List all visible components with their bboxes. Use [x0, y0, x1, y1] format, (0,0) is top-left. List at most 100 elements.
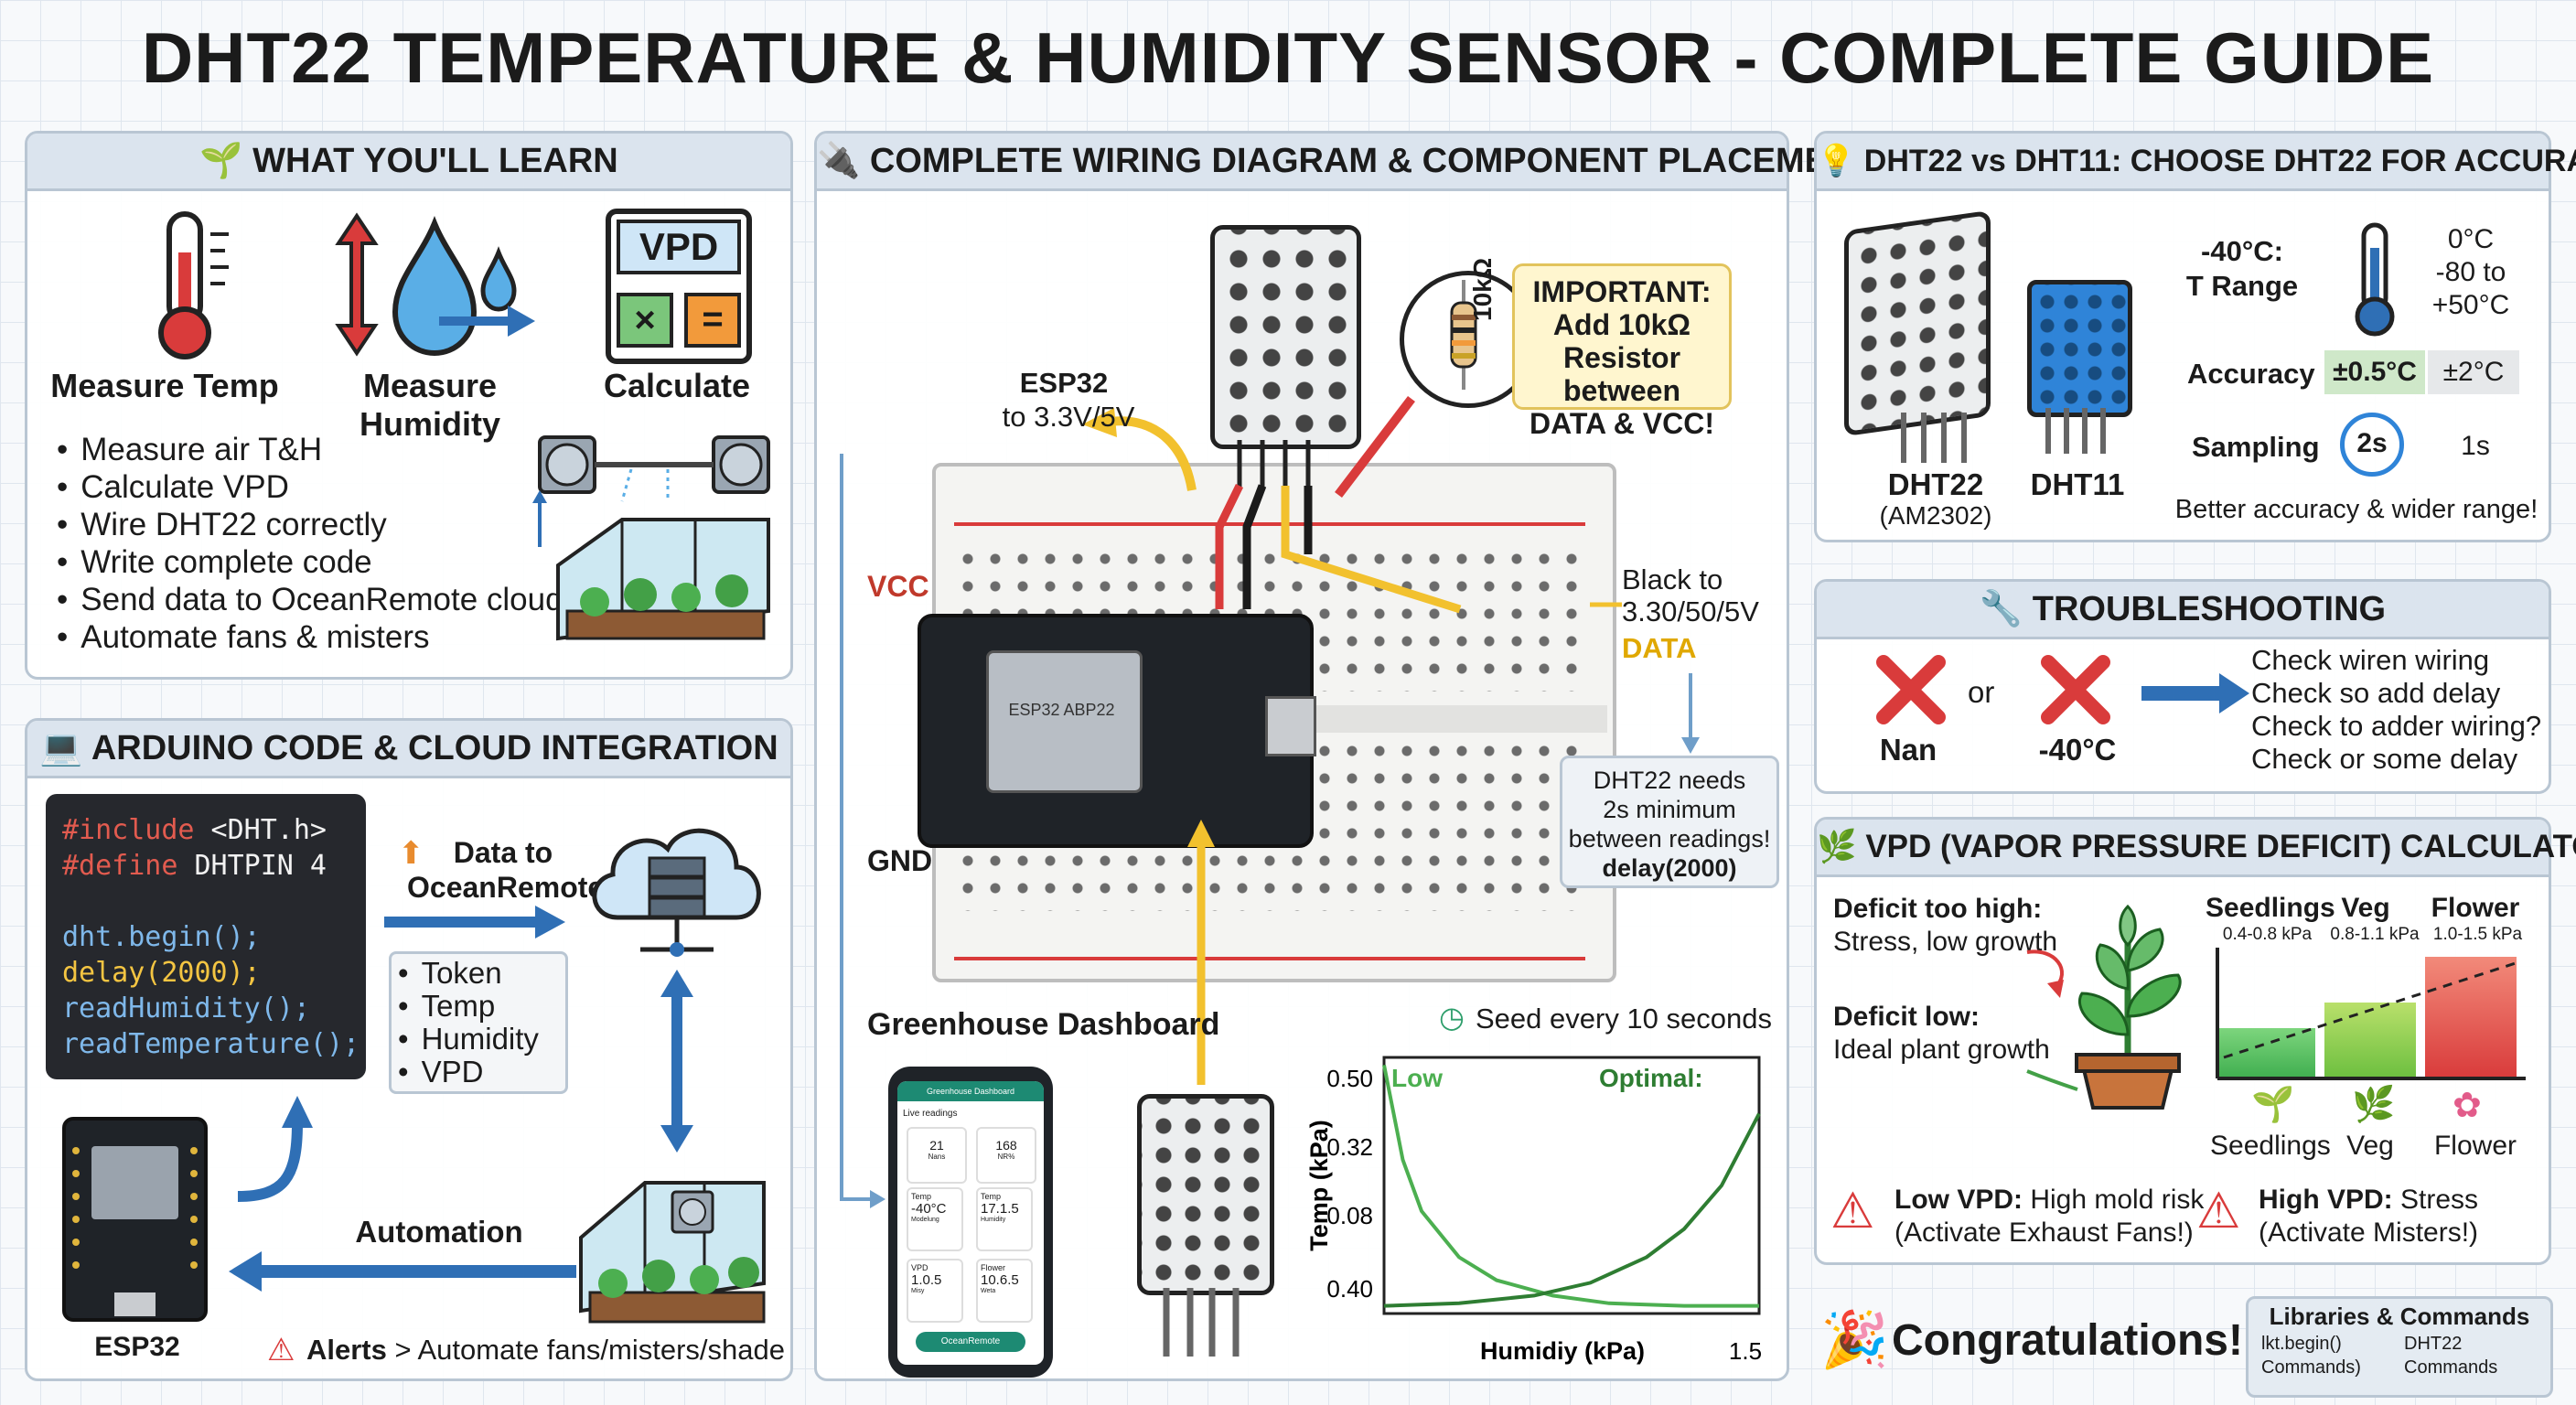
phone-title: Greenhouse Dashboard: [897, 1081, 1044, 1101]
warning-icon: ⚠: [2196, 1184, 2241, 1239]
timing-line: delay(2000): [1602, 854, 1737, 882]
sprout-icon: 🌱: [199, 142, 243, 180]
deficit-high-bold: Deficit too high:: [1833, 894, 2043, 924]
chart-x-tick-label: 1.5: [1729, 1337, 1762, 1365]
phone-live: Live readings: [903, 1109, 958, 1119]
timing-line: DHT22 needs: [1593, 767, 1746, 794]
sampling-label: Sampling: [2192, 431, 2320, 463]
code-include-arg: <DHT.h>: [194, 814, 327, 846]
learn-title: WHAT YOU'LL LEARN: [252, 142, 618, 180]
dht11-label: DHT11: [2030, 467, 2125, 501]
vpd-calculator-icon: VPD × =: [606, 209, 752, 364]
gnd-label: GND: [867, 844, 933, 877]
code-line: delay(2000);: [62, 957, 261, 989]
tile-temp: Temp -40°C Modelung: [907, 1187, 963, 1251]
or-label: or: [1968, 675, 1995, 709]
library-item: lkt.begin(): [2261, 1334, 2342, 1354]
trouble-header: 🔧 TROUBLESHOOTING: [1817, 582, 2549, 639]
deficit-high: Deficit too high: Stress, low growth: [1833, 893, 2057, 959]
check-item: Check to adder wiring?: [2251, 710, 2542, 742]
code-line: readHumidity();: [62, 992, 310, 1024]
laptop-icon: 💻: [39, 729, 83, 767]
wire-layer: [840, 395, 1700, 1208]
low-vpd-action: (Activate Exhaust Fans!): [1894, 1217, 2194, 1248]
stage-label: Seedlings: [2210, 1131, 2331, 1161]
trange-values: 0°C -80 to +50°C: [2416, 223, 2526, 322]
dht22-image: [1844, 209, 1991, 437]
important-line: Resistor between: [1562, 341, 1681, 407]
cloud-greenhouse-arrow: [660, 970, 693, 1153]
code-line: readTemperature();: [62, 1028, 360, 1060]
trange-value: +50°C: [2431, 290, 2510, 320]
send-arrow: [384, 906, 565, 938]
code-define-arg: DHTPIN 4: [177, 850, 327, 882]
tile-value: 1.0.5: [911, 1272, 942, 1288]
dht22-sensor: [1210, 225, 1361, 449]
phone-screen: Greenhouse Dashboard Live readings 21 Na…: [897, 1081, 1044, 1365]
tile-label: Temp: [911, 1192, 932, 1201]
accuracy-label: Accuracy: [2187, 358, 2315, 390]
list-item: Calculate VPD: [57, 468, 564, 506]
usb-port: [1265, 696, 1316, 756]
stage-label-top: Veg: [2341, 893, 2390, 923]
accuracy-dht11: ±2°C: [2428, 350, 2519, 394]
stage-bar-seedlings: [2219, 1028, 2315, 1078]
code-header: 💻 ARDUINO CODE & CLOUD INTEGRATION: [27, 721, 790, 778]
stage-bar-veg: [2324, 1003, 2416, 1078]
seedling-icon: 🌱: [2251, 1086, 2295, 1124]
learn-header: 🌱 WHAT YOU'LL LEARN: [27, 134, 790, 191]
data-label: DATA: [1622, 632, 1697, 664]
check-item: Check so add delay: [2251, 677, 2501, 709]
low-vpd-bold: Low VPD:: [1894, 1185, 2023, 1215]
chart-title: Seed every 10 seconds: [1476, 1003, 1772, 1035]
vcc-label: VCC: [867, 570, 929, 603]
tile-label: Temp: [981, 1192, 1002, 1201]
tile-flower: Flower 10.6.5 Weta: [976, 1259, 1033, 1323]
neg40-label: -40°C: [2038, 733, 2117, 767]
gauge-sub: Nans: [928, 1153, 946, 1161]
dht22-bottom-pins: [1163, 1288, 1240, 1357]
low-vpd-text: Low VPD: High mold risk (Activate Exhaus…: [1894, 1184, 2204, 1249]
trange-value: -80 to: [2435, 257, 2506, 287]
page-title: DHT22 TEMPERATURE & HUMIDITY SENSOR - CO…: [141, 17, 2435, 98]
error-x-icon: [1876, 655, 1946, 724]
resistor-icon: [1450, 280, 1477, 390]
chart-y-tick-label: 0.32: [1326, 1133, 1373, 1161]
deficit-low-bold: Deficit low:: [1833, 1002, 1980, 1032]
equals-key-icon: =: [684, 293, 741, 348]
chart-series-label: Low: [1391, 1064, 1443, 1092]
nan-label: Nan: [1879, 733, 1937, 767]
deficit-low-rest: Ideal plant growth: [1833, 1035, 2050, 1065]
payload-item: Temp: [398, 990, 539, 1023]
accuracy-dht22: ±0.5°C: [2324, 350, 2425, 394]
phone-mockup: Greenhouse Dashboard Live readings 21 Na…: [888, 1067, 1053, 1378]
tile-temp2: Temp 17.1.5 Humidity: [976, 1187, 1033, 1251]
compare-footer: Better accuracy & wider range!: [2174, 495, 2538, 524]
warning-icon: ⚠: [1830, 1184, 1875, 1239]
party-icon: 🎉: [1820, 1309, 1889, 1370]
trange-line: -40°C:: [2201, 235, 2283, 267]
wiring-title: COMPLETE WIRING DIAGRAM & COMPONENT PLAC…: [869, 142, 1874, 180]
compare-title: DHT22 vs DHT11: CHOOSE DHT22 FOR ACCURAC…: [1863, 144, 2576, 178]
phone-brand-button[interactable]: OceanRemote: [916, 1332, 1025, 1352]
deficit-low: Deficit low: Ideal plant growth: [1833, 1001, 2050, 1067]
payload-item: VPD: [398, 1056, 539, 1089]
tile-value: 17.1.5: [981, 1201, 1019, 1217]
flower-icon: ✿: [2453, 1087, 2482, 1125]
trouble-panel: 🔧 TROUBLESHOOTING Nan or -40°C Check wir…: [1814, 579, 2551, 794]
code-block: #include <DHT.h>#define DHTPIN 4 dht.beg…: [46, 794, 366, 1079]
check-item: Check wiren wiring: [2251, 644, 2490, 676]
important-line: IMPORTANT:: [1532, 275, 1712, 308]
cloud-server-icon: [592, 828, 761, 957]
learn-panel: 🌱 WHAT YOU'LL LEARN VPD × = Measure Temp…: [25, 131, 793, 680]
plug-icon: 🔌: [817, 142, 861, 180]
gauge-1: 21 Nans: [907, 1127, 967, 1184]
payload-items: Token Temp Humidity VPD: [398, 957, 539, 1089]
congrats-label: Congratulations!: [1892, 1316, 2243, 1365]
code-line: dht.begin();: [62, 921, 261, 953]
payload-item: Humidity: [398, 1023, 539, 1056]
chart-y-tick-label: 0.40: [1326, 1275, 1373, 1303]
resistor-value: 10kΩ: [1468, 257, 1497, 321]
stage-range: 0.4-0.8 kPa: [2222, 925, 2313, 944]
chart-y-tick-label: 0.50: [1326, 1065, 1373, 1092]
